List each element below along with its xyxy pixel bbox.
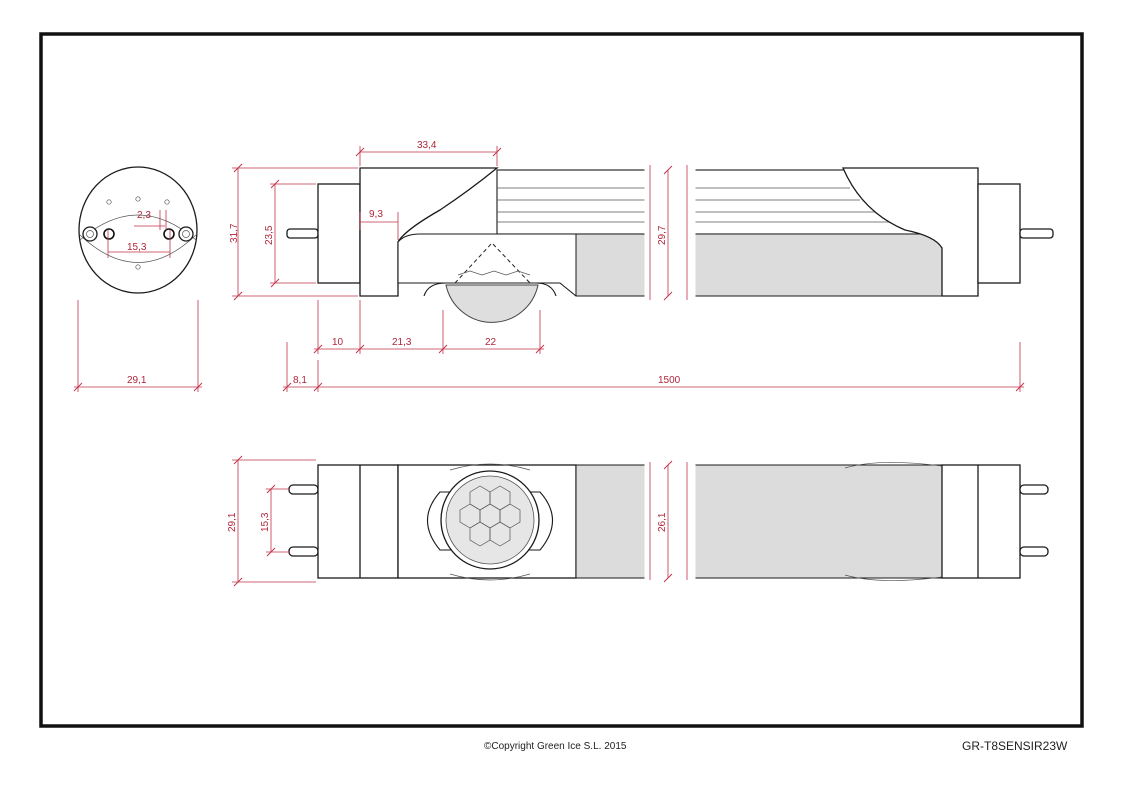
dim-sensor-position: 21,3 xyxy=(392,337,412,348)
dim-sensor-width-top: 33,4 xyxy=(417,140,437,151)
copyright-notice: ©Copyright Green Ice S.L. 2015 xyxy=(484,741,627,752)
dim-tube-height: 29,7 xyxy=(657,225,668,245)
left-end-cap xyxy=(317,183,361,284)
dim-pin-length: 8,1 xyxy=(293,375,307,386)
pir-lens-side xyxy=(445,284,539,323)
dim-lens-width: 22 xyxy=(485,337,497,348)
dim-plan-tube-width: 26,1 xyxy=(657,512,668,532)
model-number: GR-T8SENSIR23W xyxy=(962,739,1068,753)
diffuser-left xyxy=(575,233,647,297)
screw-icon-left xyxy=(82,226,98,242)
dim-sensor-offset: 9,3 xyxy=(369,209,383,220)
dim-cap-height: 23,5 xyxy=(264,225,275,245)
side-view-dimensions xyxy=(232,146,1025,392)
plan-left-cap xyxy=(317,464,399,579)
plan-view xyxy=(288,460,1049,582)
right-end-cap xyxy=(977,183,1021,284)
pin-right xyxy=(163,228,175,240)
pin-left xyxy=(103,228,115,240)
plan-pin-top-right xyxy=(1019,484,1049,495)
end-view xyxy=(73,166,203,392)
dim-end-view-diameter: 29,1 xyxy=(127,375,147,386)
right-pin xyxy=(1019,228,1054,239)
plan-pin-bottom-left xyxy=(288,546,319,557)
side-view xyxy=(286,164,1054,323)
dim-plan-width: 29,1 xyxy=(227,512,238,532)
plan-pin-bottom-right xyxy=(1019,546,1049,557)
right-housing xyxy=(842,167,979,297)
dim-plan-pin-spacing: 15,3 xyxy=(260,512,271,532)
dim-overall-height: 31,7 xyxy=(229,223,240,243)
dim-cap-length: 10 xyxy=(332,337,344,348)
plan-pin-top-left xyxy=(288,484,319,495)
drawing-frame xyxy=(39,32,1084,728)
left-pin xyxy=(286,228,319,239)
plan-right-cap xyxy=(941,464,1021,579)
dim-pin-gap-small: 2,3 xyxy=(137,210,151,221)
screw-icon-right xyxy=(178,226,194,242)
dim-total-length: 1500 xyxy=(658,375,681,386)
tube-upper-left xyxy=(496,169,647,235)
plan-view-dimensions xyxy=(232,455,673,587)
diffuser-right xyxy=(693,233,943,297)
dim-pin-spacing-end: 15,3 xyxy=(127,242,147,253)
